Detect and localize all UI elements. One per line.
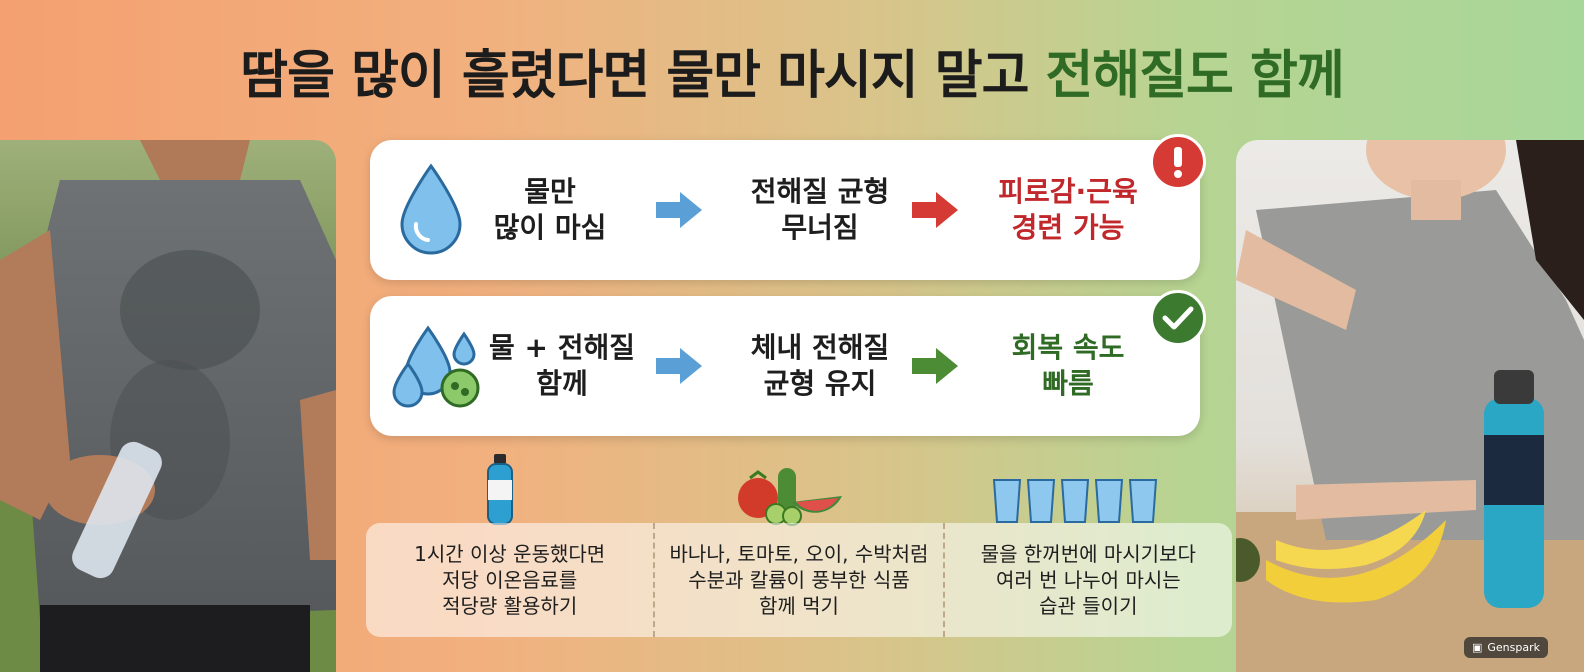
tip3-line1: 물을 한꺼번에 마시기보다: [980, 542, 1196, 566]
arrow-right-icon: [656, 192, 702, 228]
sweaty-man-photo: [0, 140, 336, 672]
fruits-vegetables-icon: [738, 468, 842, 526]
checkmark-icon: [1150, 290, 1206, 346]
page-title: 땀을 많이 흘렸다면 물만 마시지 말고 전해질도 함께: [240, 33, 1345, 108]
card2-step2-line2: 균형 유지: [763, 367, 877, 400]
watermark-icon: ▣: [1471, 641, 1483, 654]
water-drop-icon: [400, 163, 462, 255]
drops-electrolyte-icon: [392, 325, 480, 408]
warning-icon: [1150, 134, 1206, 190]
title-main: 땀을 많이 흘렸다면 물만 마시지 말고: [240, 45, 1046, 106]
tip-drink-habit: 물을 한꺼번에 마시기보다 여러 번 나누어 마시는 습관 들이기: [942, 523, 1232, 637]
tip1-line1: 1시간 이상 운동했다면: [414, 542, 606, 566]
card2-step1-line1: 물 + 전해질: [489, 330, 635, 364]
card2-step3-line1: 회복 속도: [1011, 330, 1125, 364]
tip1-line2: 저당 이온음료를: [442, 568, 578, 592]
arrow-right-red-icon: [912, 192, 958, 228]
card1-step1-line2: 많이 마심: [493, 211, 607, 244]
card1-step2-line1: 전해질 균형: [750, 174, 890, 208]
card2-step3-line2: 빠름: [1042, 367, 1094, 400]
watermark-text: Genspark: [1487, 641, 1540, 654]
tip2-line1: 바나나, 토마토, 오이, 수박처럼: [669, 542, 929, 566]
watermark-badge: ▣ Genspark: [1463, 637, 1548, 658]
card2-step1-line2: 함께: [536, 367, 588, 400]
tip1-line3: 적당량 활용하기: [442, 594, 578, 618]
title-bar: 땀을 많이 흘렸다면 물만 마시지 말고 전해질도 함께: [0, 0, 1584, 140]
arrow-right-green-icon: [912, 348, 958, 384]
tips-panel: 1시간 이상 운동했다면 저당 이온음료를 적당량 활용하기 바나나, 토마토,…: [366, 523, 1232, 637]
arrow-right-icon: [656, 348, 702, 384]
tip-potassium-foods: 바나나, 토마토, 오이, 수박처럼 수분과 칼륨이 풍부한 식품 함께 먹기: [653, 523, 942, 637]
card1-step1-line1: 물만: [524, 174, 576, 208]
tip2-line2: 수분과 칼륨이 풍부한 식품: [688, 568, 910, 592]
card2-step2-line1: 체내 전해질: [750, 330, 890, 364]
card1-step3-line1: 피로감·근육: [998, 174, 1138, 208]
tip2-line3: 함께 먹기: [759, 594, 839, 618]
tip3-line2: 여러 번 나누어 마시는: [995, 568, 1181, 592]
card1-step2-line2: 무너짐: [781, 211, 859, 244]
water-glasses-icon: [992, 479, 1158, 523]
tip-sports-drink: 1시간 이상 운동했다면 저당 이온음료를 적당량 활용하기: [366, 523, 653, 637]
sports-drink-bottle-icon: [487, 454, 513, 525]
card1-step3-line2: 경련 가능: [1011, 211, 1125, 244]
title-highlight: 전해질도 함께: [1045, 45, 1345, 106]
tip3-line3: 습관 들이기: [1039, 594, 1138, 618]
woman-resting-photo: ▣ Genspark: [1236, 140, 1584, 672]
